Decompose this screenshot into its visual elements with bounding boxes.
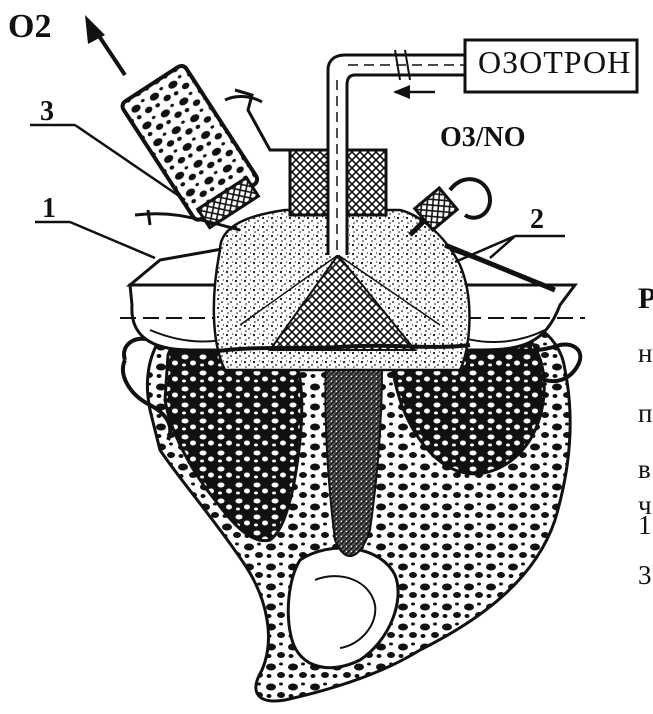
arrow-left-icon (393, 85, 435, 99)
clamp-left (235, 90, 292, 150)
caption-glyph-4: в (638, 454, 651, 485)
label-3: 3 (40, 96, 54, 128)
caption-glyph-6: 1 (638, 510, 652, 541)
gas-flow-label: O3/NO (440, 122, 526, 154)
cartridge-3 (120, 64, 266, 232)
arrow-up-left-icon (85, 15, 125, 75)
caption-glyph-1: Р (638, 282, 653, 316)
o2-label: O2 (8, 8, 51, 46)
ozotron-label: ОЗОТРОН (478, 44, 631, 81)
caption-glyph-2: н (638, 338, 652, 369)
label-1: 1 (42, 193, 56, 225)
caption-glyph-7: 3 (638, 560, 652, 591)
leader-line-1 (35, 222, 155, 258)
caption-glyph-3: п (638, 398, 652, 429)
label-2: 2 (530, 204, 544, 236)
